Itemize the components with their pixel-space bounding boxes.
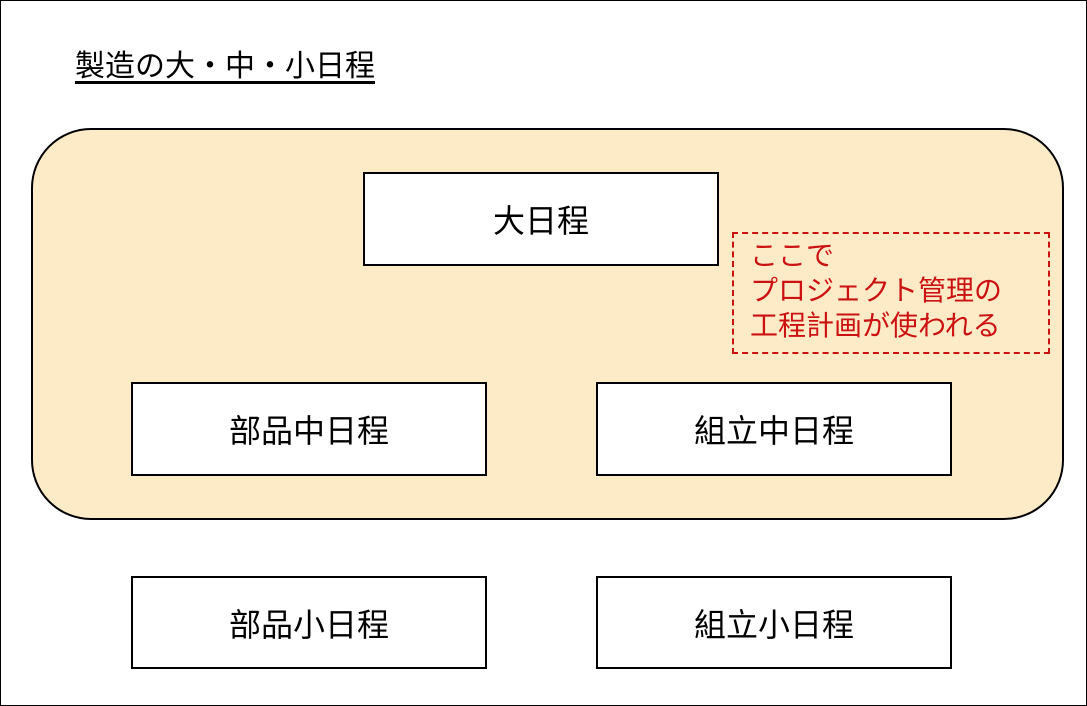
- annotation-line-3: 工程計画が使われる: [750, 309, 1001, 342]
- parts-small-schedule-box: 部品小日程: [131, 576, 487, 669]
- annotation-note: ここで プロジェクト管理の 工程計画が使われる: [732, 232, 1050, 354]
- assembly-medium-schedule-box: 組立中日程: [596, 382, 952, 476]
- annotation-line-1: ここで: [750, 239, 835, 272]
- master-schedule-box: 大日程: [363, 172, 719, 266]
- parts-medium-schedule-box: 部品中日程: [131, 382, 487, 476]
- diagram-title: 製造の大・中・小日程: [75, 49, 375, 84]
- annotation-line-2: プロジェクト管理の: [750, 274, 1003, 307]
- assembly-small-schedule-box: 組立小日程: [596, 576, 952, 669]
